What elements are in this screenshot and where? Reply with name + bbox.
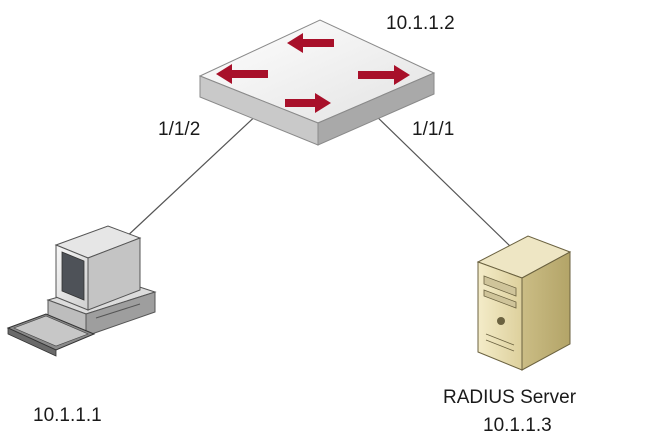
arrow-right-icon <box>358 65 410 85</box>
client-ip-label: 10.1.1.1 <box>33 405 102 426</box>
network-switch-icon[interactable] <box>198 19 436 146</box>
arrow-left-icon <box>216 64 268 84</box>
desktop-computer-icon[interactable] <box>6 225 157 357</box>
server-tower-icon[interactable] <box>476 235 572 371</box>
port-label-client-side: 1/1/2 <box>158 119 201 140</box>
server-ip-label: 10.1.1.3 <box>483 415 552 436</box>
port-label-server-side: 1/1/1 <box>412 119 455 140</box>
server-name-label: RADIUS Server <box>443 387 577 408</box>
switch-ip-label: 10.1.1.2 <box>386 13 455 34</box>
arrow-left-top-icon <box>287 33 334 53</box>
link-line-server <box>371 111 511 247</box>
link-line-client <box>122 109 263 241</box>
arrow-right-bottom-icon <box>285 93 331 113</box>
